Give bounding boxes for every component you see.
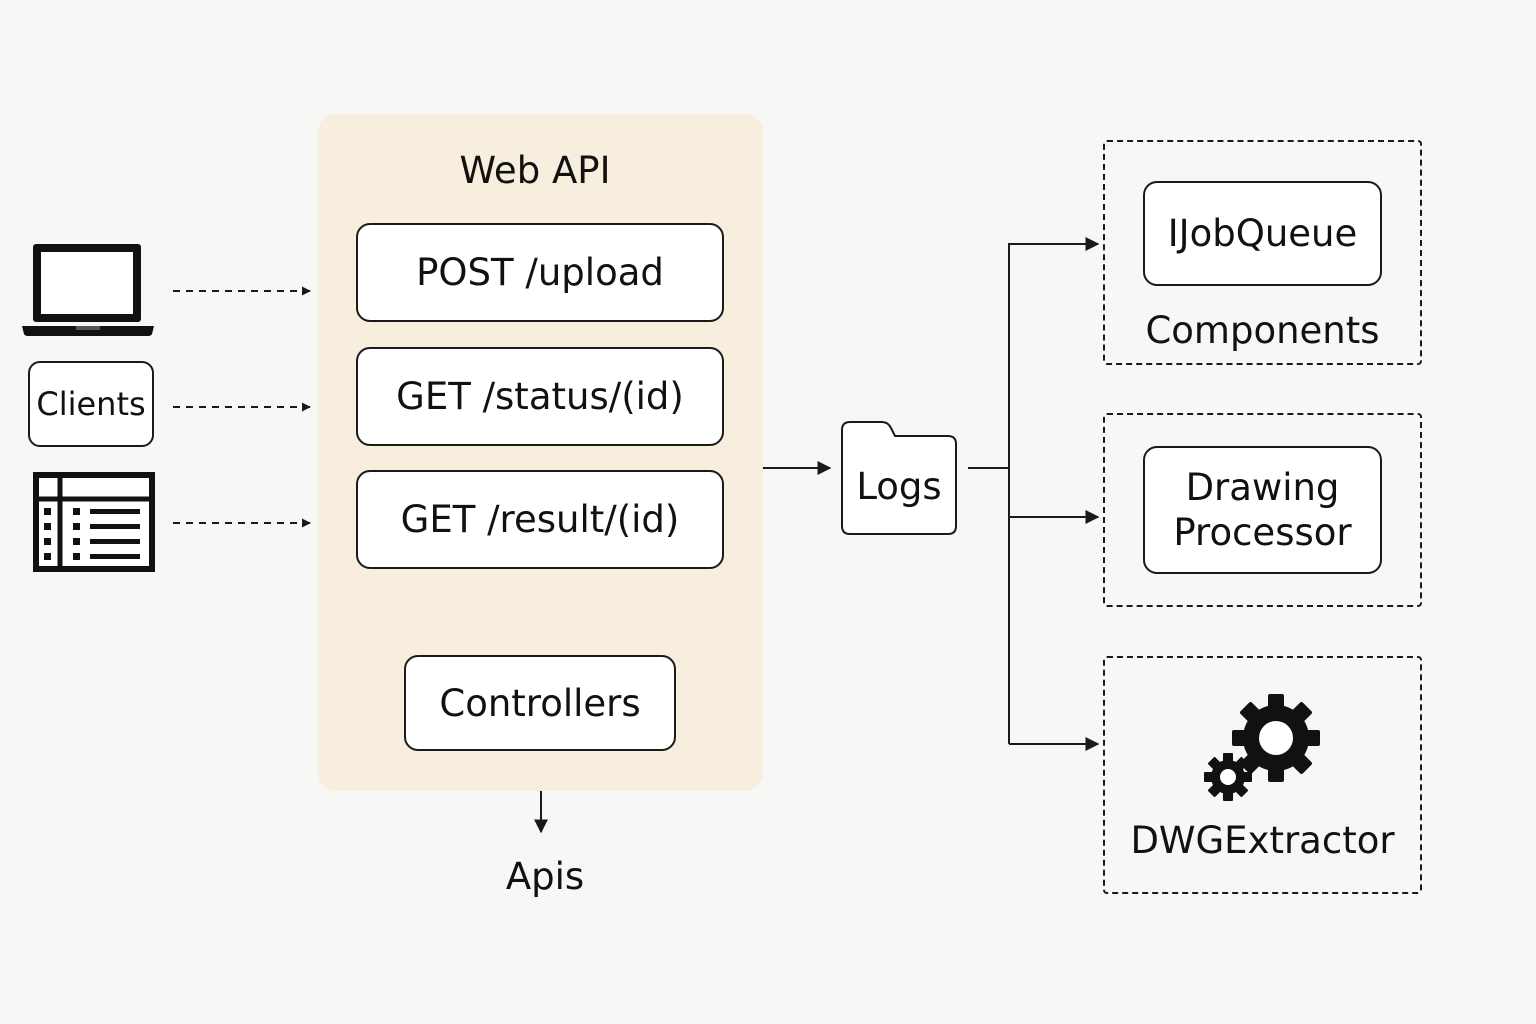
drawing-processor-group xyxy=(1103,413,1422,607)
drawing-processor-line1: Drawing xyxy=(1185,466,1340,509)
endpoint-get-status[interactable]: GET /status/(id) xyxy=(356,347,724,446)
gears-icon xyxy=(1204,694,1320,801)
components-label: Components xyxy=(1145,309,1380,352)
endpoint-post-upload[interactable]: POST /upload xyxy=(356,223,724,322)
clients-box[interactable]: Clients xyxy=(28,361,154,447)
controllers-box[interactable]: Controllers xyxy=(404,655,676,751)
drawing-processor-box[interactable]: Drawing Processor xyxy=(1143,446,1382,574)
components-group xyxy=(1103,140,1422,365)
logs-label: Logs xyxy=(856,465,942,508)
drawing-processor-line2: Processor xyxy=(1173,511,1352,554)
ijobqueue-box[interactable]: IJobQueue xyxy=(1143,181,1382,286)
dwg-extractor-group xyxy=(1103,656,1422,894)
laptop-icon xyxy=(22,244,154,336)
apis-label: Apis xyxy=(505,855,585,898)
folder-icon xyxy=(841,421,957,535)
dwg-extractor-label: DWGExtractor xyxy=(1130,819,1395,862)
web-api-title: Web API xyxy=(459,149,611,192)
table-list-icon xyxy=(33,472,155,572)
endpoint-get-result[interactable]: GET /result/(id) xyxy=(356,470,724,569)
